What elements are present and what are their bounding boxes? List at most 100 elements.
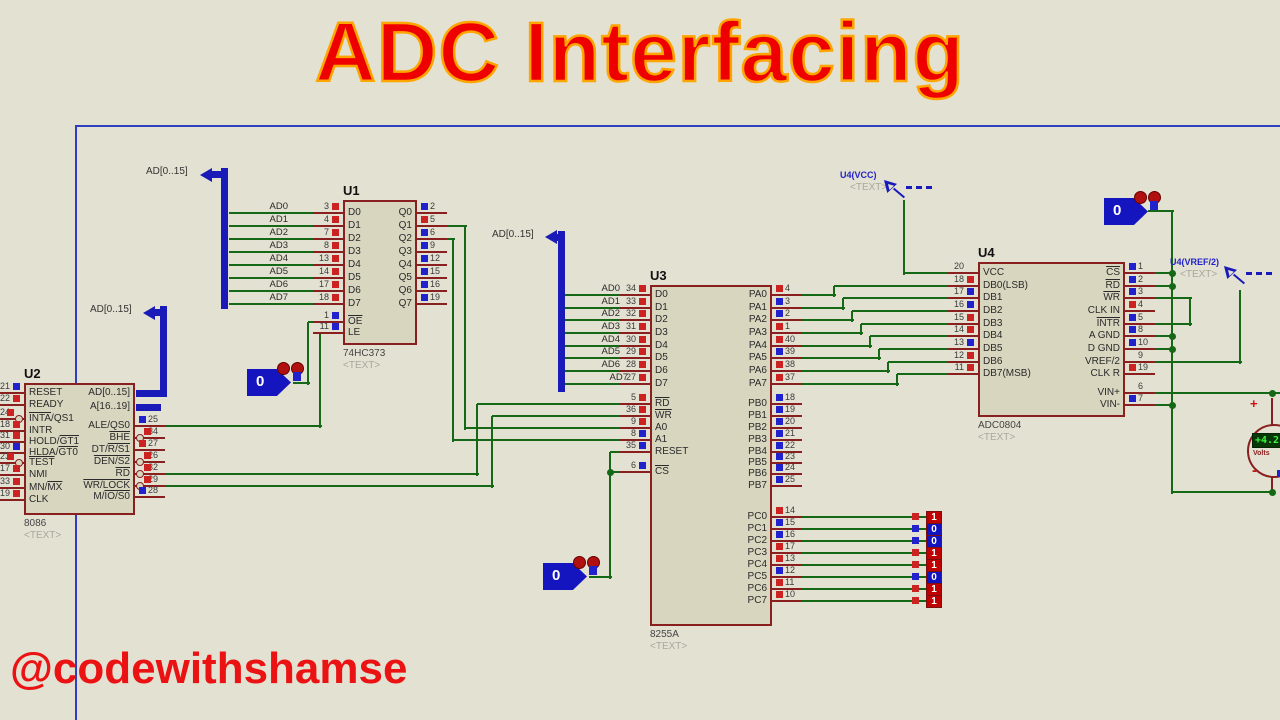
pin-label: HLDA/GT0 bbox=[29, 447, 78, 458]
pin-number: 10 bbox=[1138, 337, 1149, 347]
power-terminal-icon-inner bbox=[1228, 270, 1234, 276]
wire bbox=[772, 540, 928, 542]
pin-number: 18 bbox=[953, 274, 964, 284]
pin-number: 15 bbox=[953, 312, 964, 322]
pin-stub bbox=[313, 212, 343, 214]
pin-label: DT/R/S1 bbox=[91, 444, 130, 455]
bus-label: AD[0..15] bbox=[90, 304, 132, 315]
pin-label: Q2 bbox=[398, 233, 412, 244]
toggle-down-button[interactable] bbox=[277, 362, 290, 375]
pin-state-square bbox=[776, 348, 783, 355]
pin-state-square bbox=[776, 323, 783, 330]
pin-label: D0 bbox=[655, 289, 668, 300]
bus-segment bbox=[160, 306, 167, 397]
logic-state-toggle[interactable]: 0 bbox=[247, 362, 307, 403]
chip-U2[interactable] bbox=[24, 383, 135, 515]
wire bbox=[609, 452, 611, 579]
pin-state-square bbox=[13, 395, 20, 402]
chip-U4[interactable] bbox=[978, 262, 1125, 417]
pin-label: DB3 bbox=[983, 318, 1003, 329]
pin-stub bbox=[0, 462, 24, 464]
pin-number: 19 bbox=[430, 292, 441, 302]
pin-label: D2 bbox=[348, 233, 361, 244]
pin-state-square bbox=[13, 432, 20, 439]
pin-state-square bbox=[776, 507, 783, 514]
pin-state-square bbox=[13, 465, 20, 472]
wire bbox=[229, 225, 345, 227]
pin-state-square bbox=[639, 442, 646, 449]
pin-label: A0 bbox=[655, 422, 668, 433]
wire bbox=[229, 290, 345, 292]
logic-state-toggle[interactable]: 0 bbox=[543, 556, 603, 597]
pin-number: 21 bbox=[0, 381, 10, 391]
bus-label: AD[0..15] bbox=[146, 166, 188, 177]
pin-stub bbox=[772, 462, 802, 464]
pin-number: 29 bbox=[148, 474, 159, 484]
power-terminal-icon-inner bbox=[888, 184, 894, 190]
wire bbox=[772, 516, 928, 518]
pin-stub bbox=[620, 383, 650, 385]
pin-number: 31 bbox=[625, 321, 636, 331]
wire bbox=[896, 374, 898, 386]
wire bbox=[772, 600, 928, 602]
pin-label: A GND bbox=[1088, 330, 1120, 341]
wire bbox=[903, 200, 905, 275]
pin-stub bbox=[772, 540, 802, 542]
wire bbox=[464, 226, 466, 430]
pin-number: 10 bbox=[785, 589, 796, 599]
wire bbox=[772, 370, 890, 372]
wire bbox=[870, 335, 980, 337]
junction-dot bbox=[1169, 333, 1176, 340]
pin-state-square bbox=[639, 310, 646, 317]
toggle-down-button[interactable] bbox=[573, 556, 586, 569]
wire-label: AD7 bbox=[609, 372, 628, 383]
pin-state-square bbox=[421, 229, 428, 236]
page-title: ADC Interfacing bbox=[314, 5, 965, 99]
wire bbox=[1271, 398, 1273, 426]
pin-number: 30 bbox=[0, 441, 10, 451]
pin-stub bbox=[772, 600, 802, 602]
pin-label: D3 bbox=[655, 327, 668, 338]
logic-state-value: 0 bbox=[552, 567, 561, 584]
pin-number: 2 bbox=[1138, 274, 1144, 284]
wire-label: AD0 bbox=[269, 201, 288, 212]
pin-number: 21 bbox=[785, 428, 796, 438]
pin-number: 6 bbox=[630, 460, 636, 470]
pin-state-square bbox=[421, 268, 428, 275]
wire bbox=[878, 349, 880, 360]
probe-pin-square bbox=[912, 513, 919, 520]
pin-number: 23 bbox=[0, 451, 10, 461]
chip-U3[interactable] bbox=[650, 285, 772, 626]
chip-U1[interactable] bbox=[343, 200, 417, 345]
chip-note-label: <TEXT> bbox=[978, 432, 1016, 443]
pin-label: PB6 bbox=[748, 468, 767, 479]
pin-number: 40 bbox=[785, 334, 796, 344]
pin-state-square bbox=[332, 323, 339, 330]
pin-stub bbox=[135, 473, 165, 475]
voltmeter-pin-square bbox=[1277, 470, 1280, 477]
pin-state-square bbox=[776, 336, 783, 343]
pin-label: D6 bbox=[655, 365, 668, 376]
pin-stub bbox=[417, 212, 447, 214]
pin-label: WR/LOCK bbox=[83, 480, 130, 491]
wire bbox=[476, 404, 478, 476]
wire bbox=[1148, 210, 1174, 212]
probe-pin-square bbox=[912, 573, 919, 580]
pin-label: PB0 bbox=[748, 398, 767, 409]
pin-number: 28 bbox=[625, 359, 636, 369]
pin-label: Q4 bbox=[398, 259, 412, 270]
wire bbox=[1125, 361, 1242, 363]
wire bbox=[1125, 323, 1192, 325]
pin-stub bbox=[0, 404, 24, 406]
toggle-down-button[interactable] bbox=[1134, 191, 1147, 204]
pin-state-square bbox=[421, 216, 428, 223]
junction-dot bbox=[1169, 283, 1176, 290]
wire bbox=[1239, 290, 1241, 364]
logic-state-toggle[interactable]: 0 bbox=[1104, 191, 1164, 232]
pin-number: 17 bbox=[0, 463, 10, 473]
pin-label: VIN+ bbox=[1097, 387, 1120, 398]
pin-number: 6 bbox=[1138, 381, 1144, 391]
pin-label: D4 bbox=[655, 340, 668, 351]
pin-number: 15 bbox=[430, 266, 441, 276]
pin-label: DB0(LSB) bbox=[983, 280, 1029, 291]
